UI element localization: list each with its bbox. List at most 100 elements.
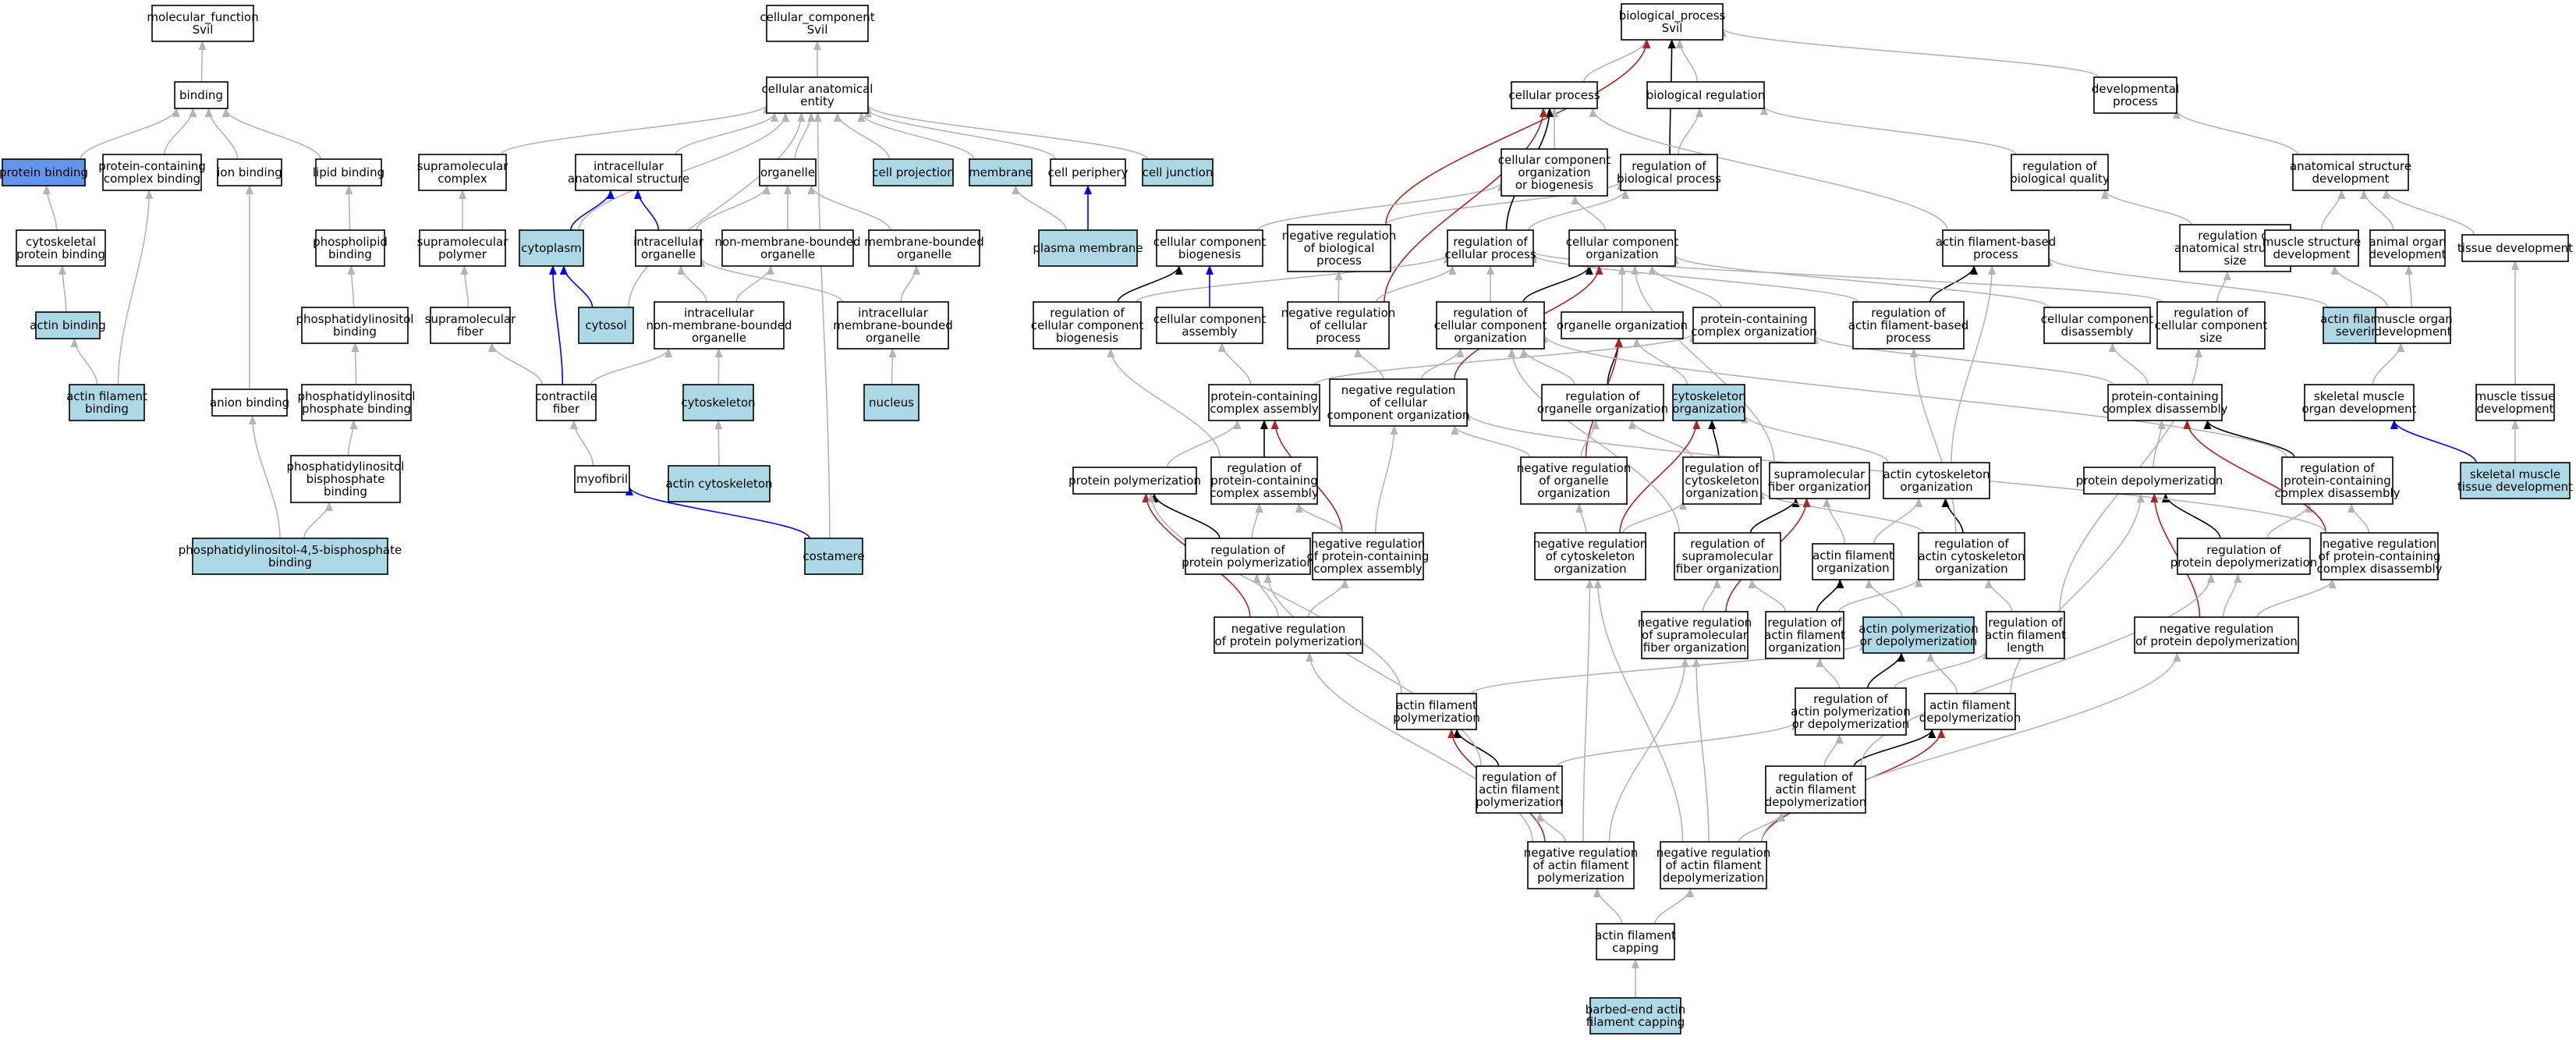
go-term-tissue-dev[interactable]: tissue development bbox=[2457, 234, 2573, 262]
go-term-myofibril[interactable]: myofibril bbox=[574, 465, 630, 493]
go-term-cellular-process[interactable]: cellular process bbox=[1508, 81, 1600, 109]
go-term-membrane[interactable]: membrane bbox=[969, 158, 1033, 186]
go-term-organelle[interactable]: organelle bbox=[759, 158, 817, 186]
go-term-binding[interactable]: binding bbox=[174, 81, 229, 109]
go-term-pip2-binding[interactable]: phosphatidylinositol-4,5-bisphosphatebin… bbox=[179, 538, 402, 575]
go-term-organelle-organization[interactable]: organelle organization bbox=[1557, 311, 1688, 339]
go-term-actin-binding[interactable]: actin binding bbox=[30, 311, 106, 339]
go-term-protein-polymerization[interactable]: protein polymerization bbox=[1068, 467, 1201, 495]
go-term-biological-regulation[interactable]: biological regulation bbox=[1646, 81, 1765, 109]
go-term-costamere[interactable]: costamere bbox=[803, 538, 865, 575]
go-term-cell-periphery[interactable]: cell periphery bbox=[1048, 158, 1129, 186]
go-term-anion-binding[interactable]: anion binding bbox=[210, 389, 289, 417]
go-term-lipid-binding[interactable]: lipid binding bbox=[313, 158, 384, 186]
go-term-cytoplasm[interactable]: cytoplasm bbox=[519, 229, 584, 267]
go-term-protein-depolymerization[interactable]: protein depolymerization bbox=[2076, 467, 2223, 495]
go-term-nucleus[interactable]: nucleus bbox=[863, 384, 919, 421]
go-term-ion-binding[interactable]: ion binding bbox=[217, 158, 282, 186]
go-term-protein-binding[interactable]: protein binding bbox=[0, 158, 88, 186]
go-term-cell-projection[interactable]: cell projection bbox=[872, 158, 955, 186]
go-term-cell-junction[interactable]: cell junction bbox=[1142, 158, 1214, 186]
go-term-cytosol[interactable]: cytosol bbox=[578, 307, 634, 344]
go-term-i-nmb-organelle[interactable]: intracellularnon-membrane-boundedorganel… bbox=[646, 301, 792, 350]
go-term-plasma-membrane[interactable]: plasma membrane bbox=[1033, 229, 1143, 267]
go-term-actin-cytoskeleton[interactable]: actin cytoskeleton bbox=[665, 465, 773, 502]
go-term-cytoskeleton[interactable]: cytoskeleton bbox=[681, 384, 756, 421]
